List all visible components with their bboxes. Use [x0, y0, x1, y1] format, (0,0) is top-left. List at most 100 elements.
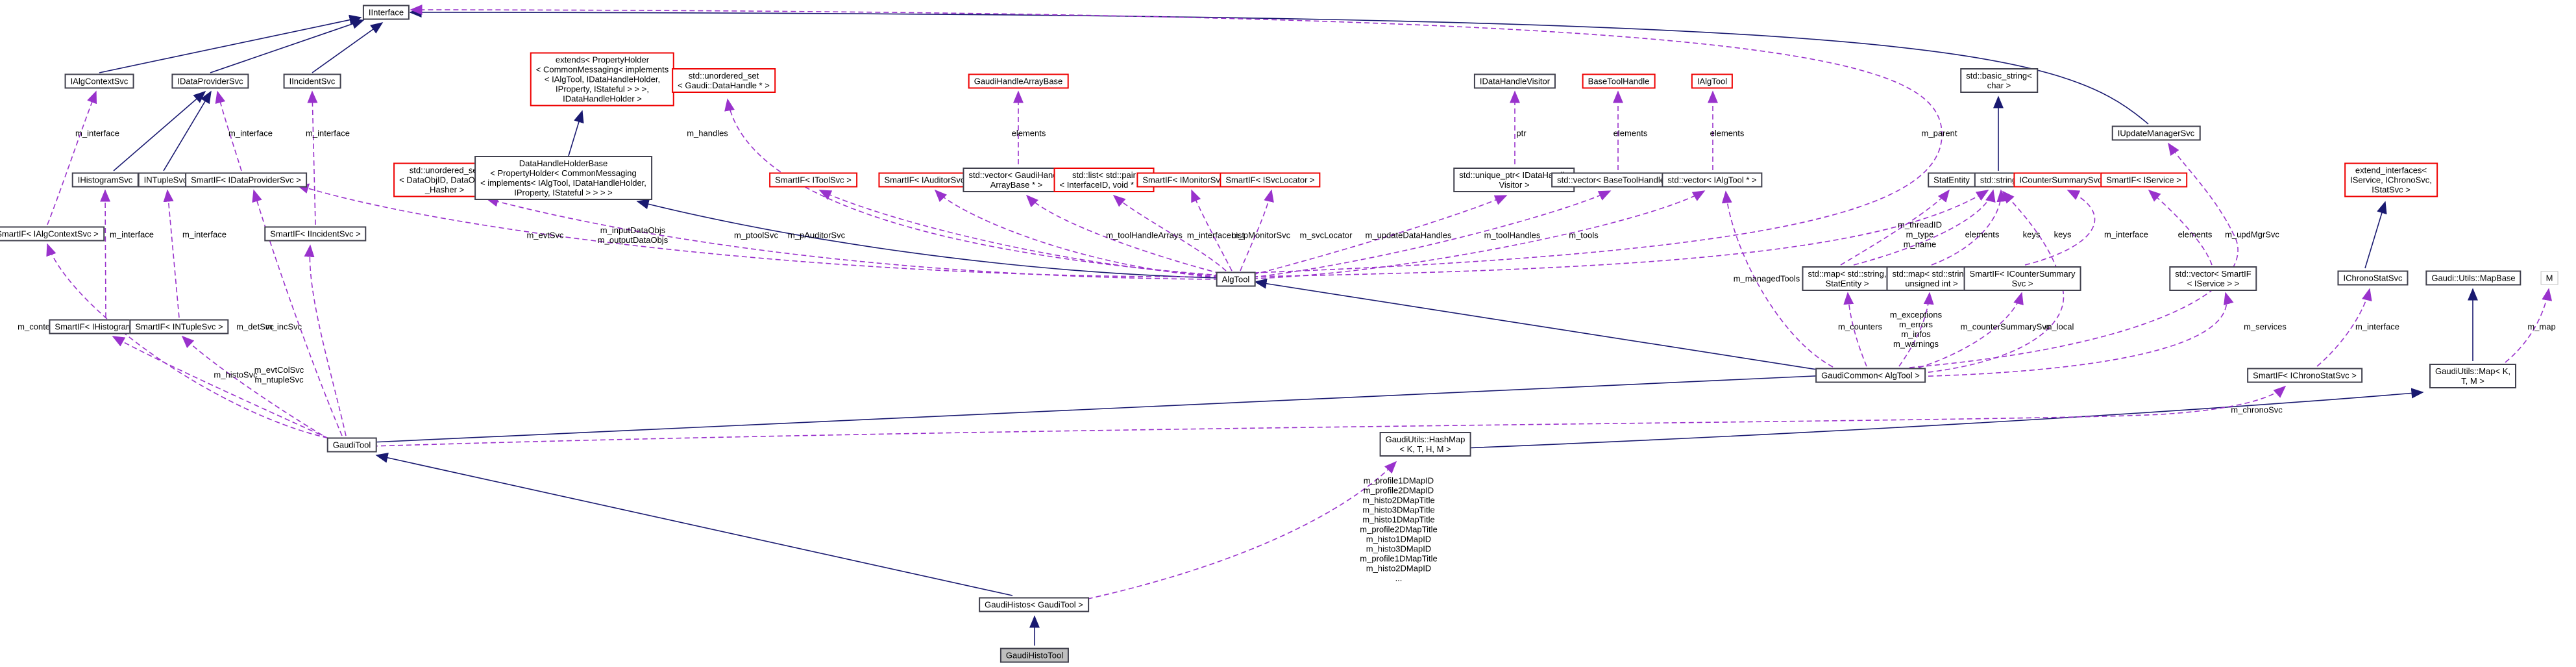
- class-node-smartif-ihistogramsvc[interactable]: SmartIF< IHistogramSvc >: [49, 319, 160, 334]
- class-node-label: SmartIF< IAlgContextSvc >: [0, 229, 99, 239]
- class-node-label: _Hasher >: [424, 184, 465, 195]
- class-node-extends-propertyholder: extends< PropertyHolder< CommonMessaging…: [530, 52, 675, 107]
- class-node-smartif-intuplesvc[interactable]: SmartIF< INTupleSvc >: [129, 319, 229, 334]
- class-node-iinterface[interactable]: IInterface: [362, 5, 410, 20]
- edge-inherit: [163, 90, 212, 171]
- edge-usage: [410, 5, 1943, 273]
- edge-label: m_tools: [1569, 230, 1599, 240]
- edge-label: m_handles: [687, 128, 728, 138]
- class-node-vector-ialgtool[interactable]: std::vector< IAlgTool * >: [1662, 172, 1763, 188]
- class-node-datahandleholderbase[interactable]: DataHandleHolderBase< PropertyHolder< Co…: [474, 156, 652, 200]
- edge-label: m_interface: [75, 128, 119, 138]
- class-node-label: std::map< std::string,: [1808, 269, 1887, 279]
- class-node-label: StatEntity >: [1825, 279, 1869, 288]
- class-node-label: GaudiTool: [332, 440, 371, 450]
- edge-label: m_ptoolSvc: [734, 230, 778, 240]
- class-node-gauditool[interactable]: GaudiTool: [326, 437, 377, 453]
- class-node-gaudi-utils-mapbase[interactable]: Gaudi::Utils::MapBase: [2425, 270, 2521, 286]
- edge-label: m_interface: [306, 128, 350, 138]
- class-node-label: std::basic_string<: [1966, 71, 2032, 81]
- class-node-smartif-idataprovidersvc[interactable]: SmartIF< IDataProviderSvc >: [185, 172, 307, 188]
- class-node-label: IAlgTool: [1697, 76, 1728, 86]
- class-node-ihistogramsvc[interactable]: IHistogramSvc: [71, 172, 139, 188]
- edge-usage: [181, 335, 337, 444]
- class-node-label: std::vector< IAlgTool * >: [1667, 175, 1757, 185]
- edge-usage: [372, 385, 2287, 447]
- edge-usage: [2024, 190, 2096, 266]
- class-node-map-string-unsigned[interactable]: std::map< std::string,unsigned int >: [1886, 266, 1977, 291]
- class-node-basetoolhandle: BaseToolHandle: [1582, 73, 1656, 89]
- edge-label: keys: [2054, 229, 2072, 240]
- class-node-label: < K, T, H, M >: [1399, 444, 1451, 454]
- class-node-label: SmartIF< ICounterSummary: [1969, 269, 2076, 279]
- class-node-label: < PropertyHolder< CommonMessaging: [490, 168, 637, 178]
- class-node-algtool[interactable]: AlgTool: [1216, 271, 1256, 287]
- class-node-ialgcontextsvc[interactable]: IAlgContextSvc: [64, 73, 134, 89]
- edge-usage: [1252, 190, 1706, 279]
- class-node-label: T, M >: [2461, 376, 2484, 386]
- edge-inherit: [371, 370, 1830, 443]
- edge-label: m_interface: [2104, 229, 2148, 240]
- class-node-smartif-ialgcontextsvc[interactable]: SmartIF< IAlgContextSvc >: [0, 226, 104, 242]
- edge-usage: [1721, 190, 1834, 368]
- class-node-gaudihandlearraybase: GaudiHandleArrayBase: [968, 73, 1069, 89]
- class-node-label: < InterfaceID, void * > >: [1059, 180, 1149, 190]
- class-node-label: SmartIF< IHistogramSvc >: [55, 321, 154, 332]
- class-node-label: extends< PropertyHolder: [555, 55, 650, 65]
- class-node-label: std::vector< SmartIF: [2175, 269, 2251, 279]
- edge-inherit: [99, 14, 362, 73]
- edge-label: m_detSvc: [236, 321, 274, 332]
- class-node-list-pair-interfaceid: std::list< std::pair< InterfaceID, void …: [1053, 168, 1155, 192]
- class-node-ichronostatsvc[interactable]: IChronoStatSvc: [2337, 270, 2409, 286]
- class-node-label: SmartIF< IIncidentSvc >: [270, 229, 361, 239]
- edge-usage: [307, 90, 318, 225]
- edge-inherit: [312, 22, 384, 73]
- edge-label: elements: [1965, 229, 2000, 240]
- class-node-smartif-iincidentsvc[interactable]: SmartIF< IIncidentSvc >: [264, 226, 367, 242]
- class-node-gaudiutils-map[interactable]: GaudiUtils::Map< K,T, M >: [2429, 364, 2516, 388]
- edge-usage: [1931, 189, 2007, 266]
- class-node-gaudihistos-gauditool[interactable]: GaudiHistos< GaudiTool >: [979, 597, 1089, 612]
- edge-label: m_histoSvc: [214, 370, 258, 380]
- edge-usage: [1898, 292, 1934, 367]
- edge-usage: [304, 244, 347, 436]
- edge-label: m_interfaceList: [1186, 230, 1245, 240]
- class-node-basic-string[interactable]: std::basic_string<char >: [1960, 68, 2038, 93]
- class-node-idataprovidersvc[interactable]: IDataProviderSvc: [171, 73, 249, 89]
- class-node-label: IProperty, IStateful > > > >: [514, 188, 613, 197]
- edge-label: m_toolHandles: [1484, 230, 1541, 240]
- edge-inherit: [1462, 388, 2424, 449]
- class-node-label: ICounterSummarySvc: [2019, 175, 2102, 185]
- edge-label: m_evtSvc: [526, 230, 564, 240]
- edge-label: m_chronoSvc: [2231, 405, 2283, 415]
- class-node-map-string-statentity[interactable]: std::map< std::string,StatEntity >: [1802, 266, 1893, 291]
- class-node-iupdatemanagersvc[interactable]: IUpdateManagerSvc: [2111, 125, 2201, 141]
- class-node-vector-smartif-iservice[interactable]: std::vector< SmartIF< IService > >: [2169, 266, 2257, 291]
- class-node-label: IDataProviderSvc: [177, 76, 243, 86]
- class-node-label: SmartIF< IService >: [2106, 175, 2181, 185]
- edge-label: m_pAuditorSvc: [787, 230, 846, 240]
- class-node-statentity[interactable]: StatEntity: [1928, 172, 1976, 188]
- class-node-label: IAlgContextSvc: [70, 76, 129, 86]
- class-node-label: GaudiUtils::HashMap: [1385, 434, 1466, 444]
- class-node-gaudiutils-hashmap[interactable]: GaudiUtils::HashMap< K, T, H, M >: [1379, 432, 1471, 457]
- class-node-label: IUpdateManagerSvc: [2117, 128, 2195, 138]
- class-node-label: < DataObjID, DataObjID: [399, 175, 490, 185]
- class-node-vector-basetoolhandle[interactable]: std::vector< BaseToolHandle * >: [1551, 172, 1684, 188]
- class-node-iincidentsvc[interactable]: IIncidentSvc: [283, 73, 341, 89]
- class-node-ialgtool: IAlgTool: [1691, 73, 1734, 89]
- class-node-gaudicommon-algtool[interactable]: GaudiCommon< AlgTool >: [1815, 368, 1926, 383]
- class-node-smartif-ichronostatsvc[interactable]: SmartIF< IChronoStatSvc >: [2247, 368, 2362, 383]
- class-node-label: std::vector< GaudiHandle: [968, 170, 1064, 180]
- class-node-idatahandlevisitor[interactable]: IDataHandleVisitor: [1473, 73, 1556, 89]
- class-node-intuplesvc[interactable]: INTupleSvc: [138, 172, 193, 188]
- class-node-label: Gaudi::Utils::MapBase: [2431, 273, 2516, 283]
- class-node-label: INTupleSvc: [143, 175, 188, 185]
- edge-label: m_counters: [1838, 321, 1882, 332]
